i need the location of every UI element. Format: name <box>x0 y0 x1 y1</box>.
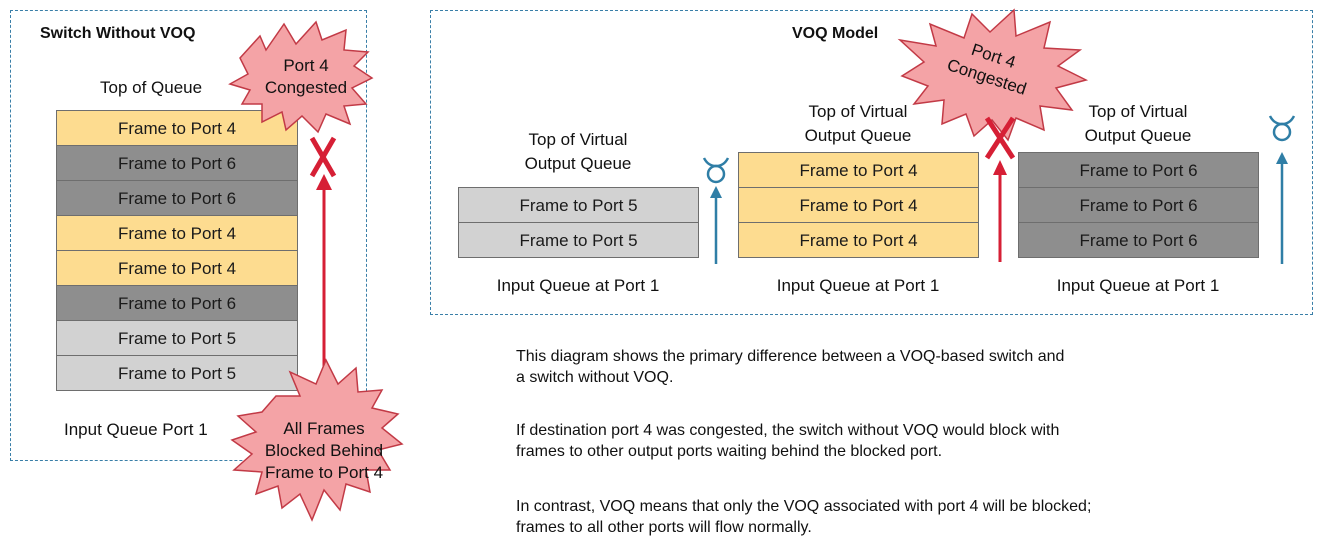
input-queue-port1-stack: Frame to Port 4 Frame to Port 6 Frame to… <box>56 110 298 391</box>
voq1-top-label: Top of Virtual Output Queue <box>524 130 632 173</box>
frame-block: Frame to Port 5 <box>458 187 699 223</box>
frame-block: Frame to Port 5 <box>56 355 298 391</box>
frame-block: Frame to Port 6 <box>56 285 298 321</box>
description-paragraph-3: In contrast, VOQ means that only the VOQ… <box>516 498 1092 536</box>
voq2-input-queue-label: Input Queue at Port 1 <box>776 276 940 295</box>
frame-block: Frame to Port 4 <box>738 222 979 258</box>
switch-without-voq-panel <box>10 10 367 461</box>
frame-block: Frame to Port 4 <box>56 215 298 251</box>
frame-block: Frame to Port 6 <box>1018 152 1259 188</box>
frame-block: Frame to Port 5 <box>458 222 699 258</box>
voq-model-panel <box>430 10 1313 315</box>
voq2-top-label: Top of Virtual Output Queue <box>804 102 912 145</box>
frame-block: Frame to Port 6 <box>1018 222 1259 258</box>
voq3-stack: Frame to Port 6 Frame to Port 6 Frame to… <box>1018 152 1259 258</box>
switch-without-voq-title: Switch Without VOQ <box>40 25 196 42</box>
voq1-input-queue-label: Input Queue at Port 1 <box>496 276 660 295</box>
frame-block: Frame to Port 4 <box>738 187 979 223</box>
frame-block: Frame to Port 6 <box>1018 187 1259 223</box>
frame-block: Frame to Port 4 <box>738 152 979 188</box>
frame-block: Frame to Port 6 <box>56 180 298 216</box>
voq1-stack: Frame to Port 5 Frame to Port 5 <box>458 187 699 258</box>
voq2-stack: Frame to Port 4 Frame to Port 4 Frame to… <box>738 152 979 258</box>
description-paragraph-2: If destination port 4 was congested, the… <box>516 422 1060 460</box>
blocked-burst-text: All Frames Blocked Behind Frame to Port … <box>264 419 384 482</box>
description-paragraph-1: This diagram shows the primary differenc… <box>516 348 1065 386</box>
input-queue-port1-label: Input Queue Port 1 <box>64 420 208 439</box>
voq3-top-label: Top of Virtual Output Queue <box>1084 102 1192 145</box>
frame-block: Frame to Port 4 <box>56 250 298 286</box>
frame-block: Frame to Port 5 <box>56 320 298 356</box>
frame-block: Frame to Port 6 <box>56 145 298 181</box>
congested-burst-text: Port 4 Congested <box>264 56 348 97</box>
top-of-queue-label: Top of Queue <box>100 78 203 97</box>
voq-model-title: VOQ Model <box>792 25 879 42</box>
frame-block: Frame to Port 4 <box>56 110 298 146</box>
voq3-input-queue-label: Input Queue at Port 1 <box>1056 276 1220 295</box>
